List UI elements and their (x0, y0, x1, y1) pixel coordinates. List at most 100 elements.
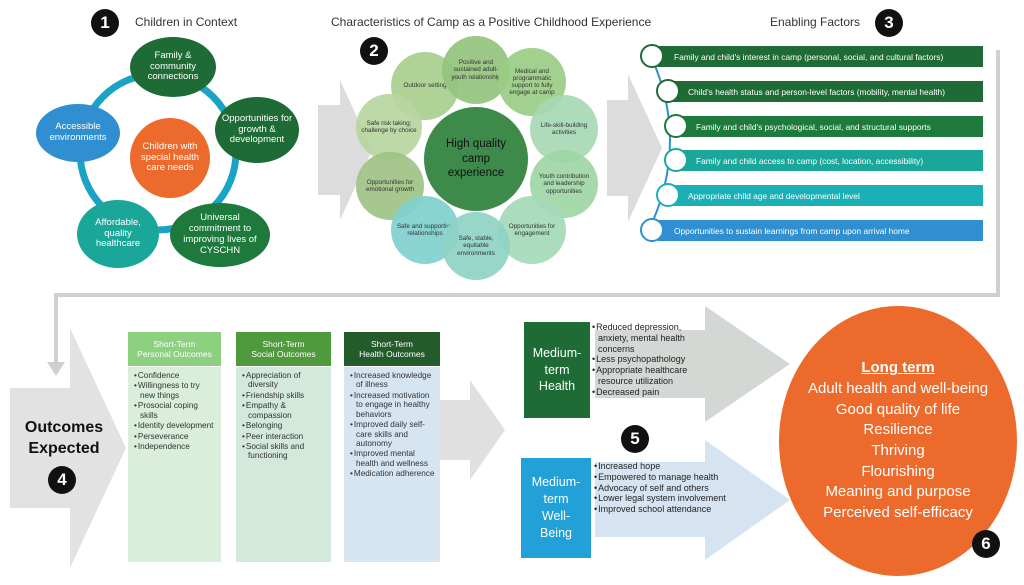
personal-outcome-item: Perseverance (134, 432, 217, 441)
enabling-factor-6-text: Opportunities to sustain learnings from … (674, 225, 910, 236)
camp-center-high-quality: High quality camp experience (424, 107, 528, 211)
section-title-children-in-context: Children in Context (135, 15, 238, 29)
enabling-dot-4 (664, 148, 688, 172)
context-opportunities-growth: Opportunities for growth & development (215, 97, 299, 163)
enabling-factor-3-text: Family and child's psychological, social… (696, 121, 931, 132)
camp-safe-risk: Safe risk taking; challenge by choice (356, 94, 422, 160)
medium-term-wellbeing-list: Increased hopeEmpowered to manage health… (594, 461, 744, 515)
med-wb-l4: Being (540, 525, 572, 540)
context-center-children: Children with special health care needs (130, 118, 210, 198)
health-outcome-item: Improved daily self-care skills and auto… (350, 420, 436, 448)
social-outcome-item: Peer interaction (242, 432, 327, 441)
medium-health-item: Decreased pain (592, 387, 710, 398)
social-head2: Social Outcomes (251, 349, 316, 359)
enabling-factor-2: Child's health status and person-level f… (672, 81, 983, 102)
health-outcome-item: Increased motivation to engage in health… (350, 391, 436, 419)
enabling-dot-6 (640, 218, 664, 242)
enabling-factor-3: Family and child's psychological, social… (678, 116, 983, 137)
social-outcome-item: Friendship skills (242, 391, 327, 400)
long-term-outcome: Resilience (863, 421, 933, 439)
section-title-camp-characteristics: Characteristics of Camp as a Positive Ch… (331, 15, 652, 29)
medium-wellbeing-item: Empowered to manage health (594, 472, 744, 483)
long-term-outcome: Good quality of life (835, 400, 961, 418)
personal-outcome-item: Independence (134, 442, 217, 451)
context-affordable-healthcare: Affordable, quality healthcare (77, 200, 159, 268)
medium-health-item: Less psychopathology (592, 354, 710, 365)
health-outcome-item: Improved mental health and wellness (350, 449, 436, 468)
context-accessible-environments: Accessible environments (36, 104, 120, 162)
enabling-factor-5-text: Appropriate child age and developmental … (688, 190, 860, 201)
medium-wellbeing-item: Lower legal system involvement (594, 493, 744, 504)
enabling-factor-4: Family and child access to camp (cost, l… (678, 150, 983, 171)
health-outcomes-list: Increased knowledge of illnessIncreased … (344, 367, 440, 562)
enabling-factor-6: Opportunities to sustain learnings from … (658, 220, 983, 241)
health-head2: Health Outcomes (359, 349, 425, 359)
section-number-2: 2 (360, 37, 388, 65)
social-outcomes-header: Short-Term Social Outcomes (236, 332, 331, 366)
personal-head2: Personal Outcomes (137, 349, 212, 359)
health-outcome-item: Medication adherence (350, 469, 436, 478)
long-term-title: Long term (861, 359, 935, 377)
medium-term-health-list: Reduced depression, anxiety, mental heal… (592, 322, 710, 398)
health-outcomes-header: Short-Term Health Outcomes (344, 332, 440, 366)
section-number-3: 3 (875, 9, 903, 37)
context-family-community: Family & community connections (130, 37, 216, 97)
medium-wellbeing-item: Increased hope (594, 461, 744, 472)
social-head1: Short-Term (262, 338, 305, 349)
personal-outcomes-header: Short-Term Personal Outcomes (128, 332, 221, 366)
long-term-outcome: Perceived self-efficacy (823, 504, 973, 522)
personal-outcome-item: Identity development (134, 421, 217, 430)
social-outcomes-list: Appreciation of diversityFriendship skil… (236, 367, 331, 562)
social-outcome-item: Belonging (242, 421, 327, 430)
med-health-l2: term (544, 362, 570, 377)
outcomes-expected-title: Outcomes Expected (14, 418, 114, 460)
camp-safe-stable: Safe, stable, equitable environments (442, 212, 510, 280)
enabling-factor-2-text: Child's health status and person-level f… (688, 86, 946, 97)
outcomes-title-line2: Expected (28, 439, 100, 457)
personal-outcomes-list: ConfidenceWillingness to try new thingsP… (128, 367, 221, 562)
camp-positive-relationship: Positive and sustained adult-youth relat… (442, 36, 510, 104)
long-term-outcome: Thriving (871, 442, 925, 459)
personal-outcome-item: Willingness to try new things (134, 381, 217, 400)
social-outcome-item: Empathy & compassion (242, 401, 327, 420)
health-outcome-item: Increased knowledge of illness (350, 371, 436, 390)
med-wb-l3: Well- (541, 509, 571, 523)
long-term-outcome: Flourishing (861, 462, 935, 480)
enabling-dot-2 (656, 79, 680, 103)
outcomes-title-line1: Outcomes (24, 419, 104, 436)
enabling-factor-1-text: Family and child's interest in camp (per… (674, 51, 944, 62)
long-term-outcome: Meaning and purpose (825, 483, 971, 501)
med-wb-l1: Medium- (531, 475, 581, 490)
med-health-l1: Medium- (532, 345, 582, 360)
health-head1: Short-Term (370, 338, 414, 349)
personal-head1: Short-Term (153, 338, 196, 349)
medium-health-item: Appropriate healthcare resource utilizat… (592, 365, 710, 387)
context-universal-commitment: Universal commitment to improving lives … (170, 203, 270, 267)
enabling-curve (647, 49, 671, 233)
section-number-6: 6 (972, 530, 1000, 558)
med-health-l3: Health (538, 379, 576, 394)
enabling-factor-4-text: Family and child access to camp (cost, l… (696, 155, 924, 166)
medium-health-item: Reduced depression, anxiety, mental heal… (592, 322, 710, 354)
enabling-dot-3 (664, 114, 688, 138)
medium-wellbeing-item: Improved school attendance (594, 504, 744, 515)
personal-outcome-item: Confidence (134, 371, 217, 380)
enabling-dot-5 (656, 183, 680, 207)
enabling-dot-1 (640, 44, 664, 68)
med-wb-l2: term (543, 492, 569, 507)
social-outcome-item: Appreciation of diversity (242, 371, 327, 390)
section-title-enabling-factors: Enabling Factors (770, 15, 861, 29)
section-number-1: 1 (91, 9, 119, 37)
enabling-factor-1: Family and child's interest in camp (per… (658, 46, 983, 67)
section-number-5: 5 (621, 425, 649, 453)
section-number-4: 4 (48, 466, 76, 494)
medium-wellbeing-item: Advocacy of self and others (594, 483, 744, 494)
medium-term-health-label: Medium- term Health (524, 322, 590, 418)
personal-outcome-item: Prosocial coping skills (134, 401, 217, 420)
social-outcome-item: Social skills and functioning (242, 442, 327, 461)
enabling-factor-5: Appropriate child age and developmental … (672, 185, 983, 206)
long-term-outcome: Adult health and well-being (807, 379, 989, 397)
medium-term-wellbeing-label: Medium- term Well- Being (521, 458, 591, 558)
